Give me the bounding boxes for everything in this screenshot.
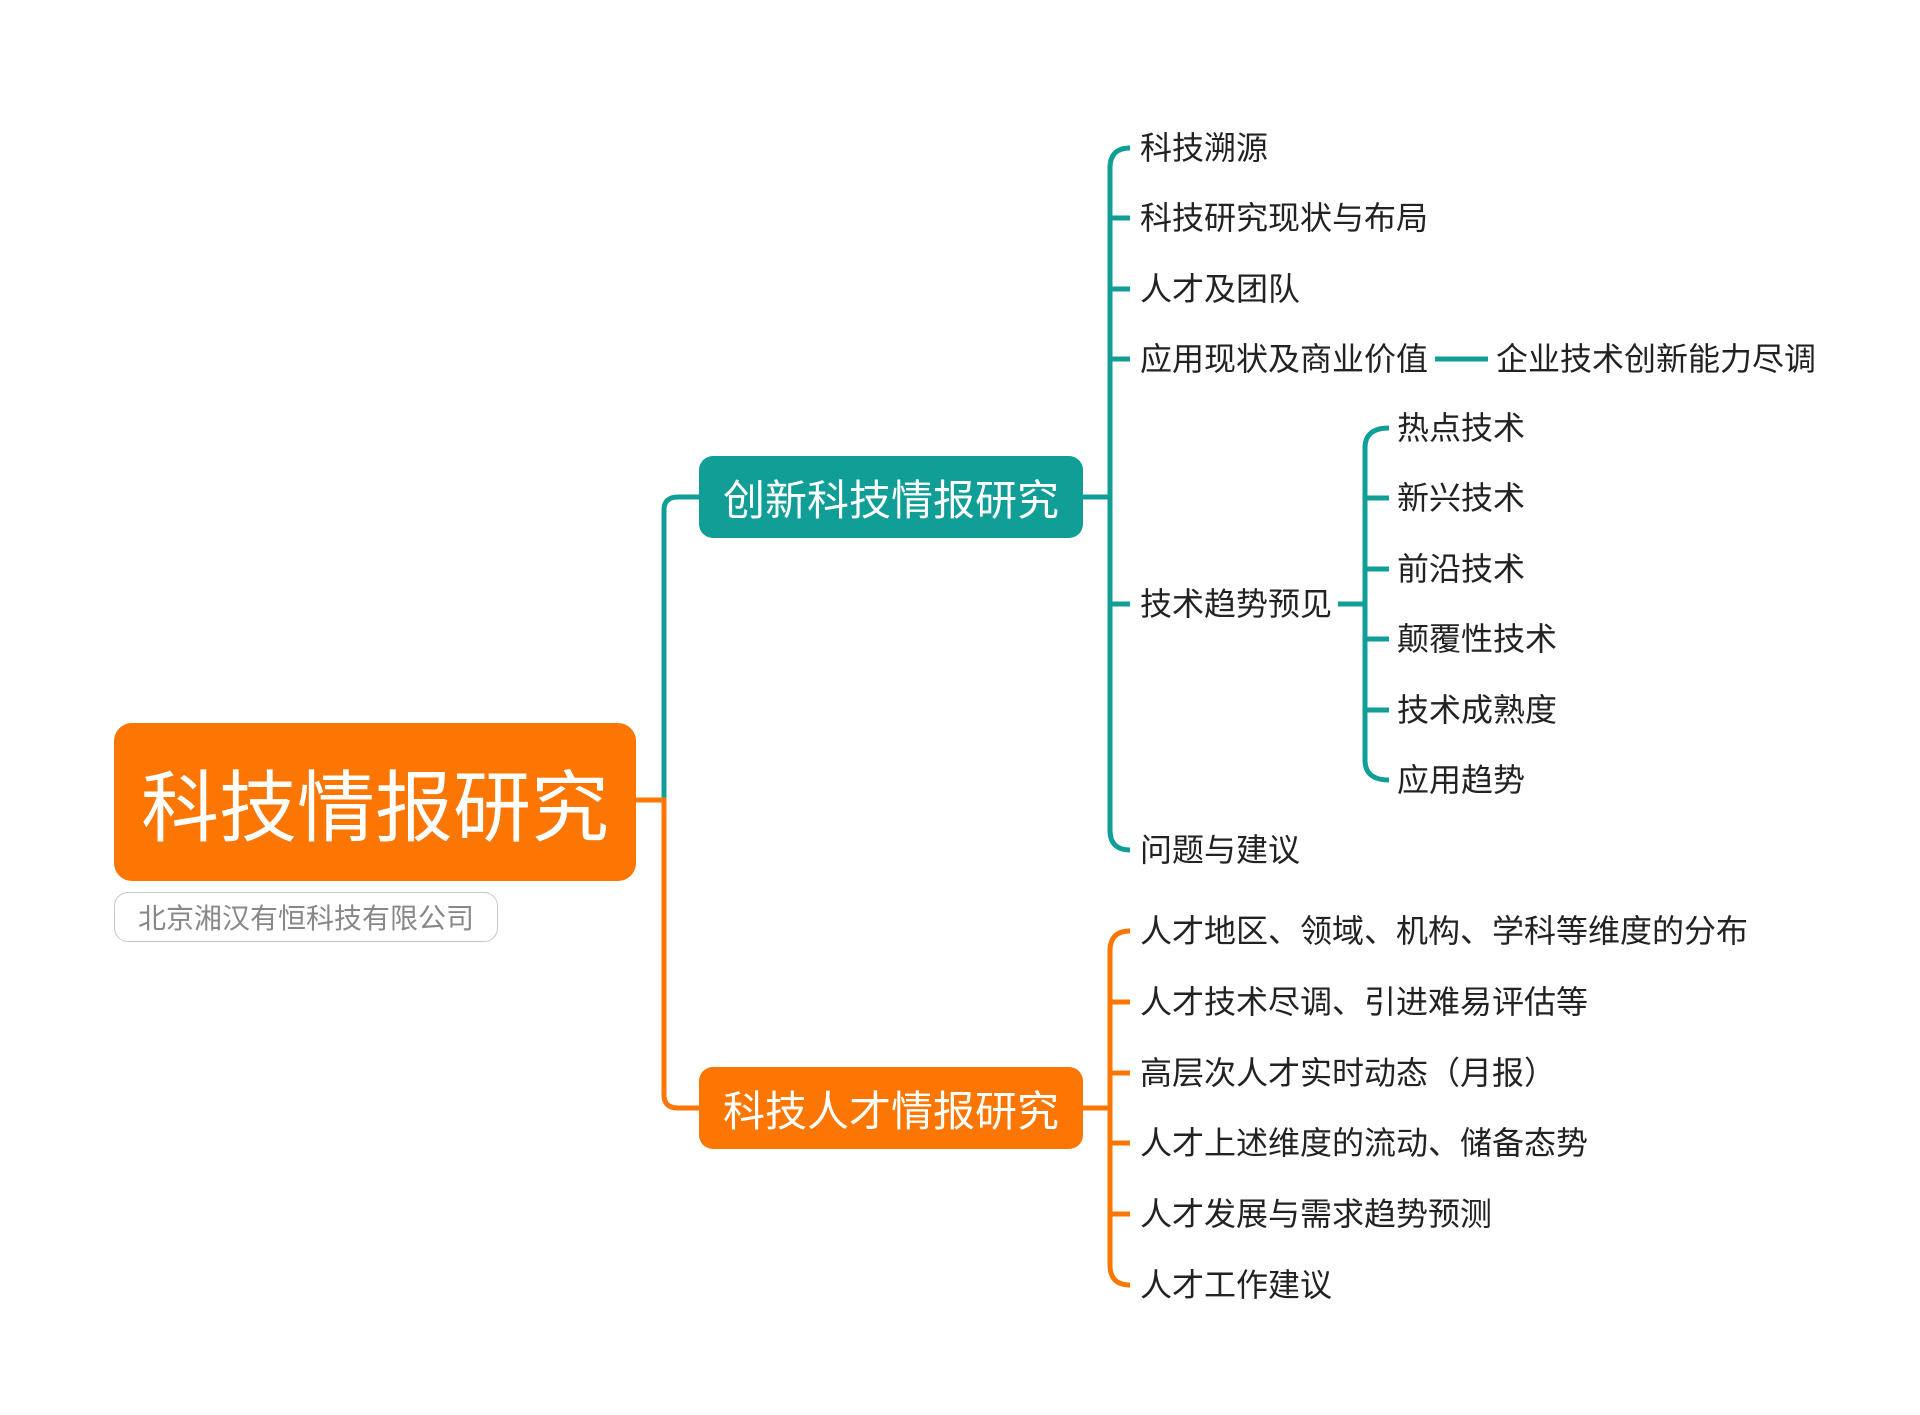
- leaf-tech-trend[interactable]: 技术趋势预见: [1140, 585, 1333, 623]
- leaf-disruptive-tech[interactable]: 颠覆性技术: [1397, 620, 1558, 658]
- connector-trend-bracket: [1362, 425, 1390, 783]
- leaf-emerging-tech[interactable]: 新兴技术: [1397, 479, 1526, 517]
- leaf-talent-distribution[interactable]: 人才地区、领域、机构、学科等维度的分布: [1140, 912, 1749, 950]
- leaf-talent-flow[interactable]: 人才上述维度的流动、储备态势: [1140, 1124, 1589, 1162]
- connector-root-teal: [636, 494, 699, 803]
- leaf-research-status[interactable]: 科技研究现状与布局: [1140, 199, 1429, 237]
- leaf-enterprise-dd[interactable]: 企业技术创新能力尽调: [1496, 340, 1817, 378]
- root-note: 北京湘汉有恒科技有限公司: [114, 892, 498, 942]
- leaf-talent-dd[interactable]: 人才技术尽调、引进难易评估等: [1140, 983, 1589, 1021]
- leaf-talent-dynamics[interactable]: 高层次人才实时动态（月报）: [1140, 1054, 1557, 1092]
- leaf-frontier-tech[interactable]: 前沿技术: [1397, 550, 1526, 588]
- branch-talent-intel[interactable]: 科技人才情报研究: [699, 1067, 1083, 1149]
- connector-teal-bracket: [1107, 145, 1131, 853]
- leaf-talent-forecast[interactable]: 人才发展与需求趋势预测: [1140, 1195, 1493, 1233]
- connector-orange-bracket: [1107, 928, 1131, 1288]
- leaf-talent-team[interactable]: 人才及团队: [1140, 270, 1301, 308]
- leaf-tech-tracing[interactable]: 科技溯源: [1140, 129, 1269, 167]
- root-node[interactable]: 科技情报研究: [114, 723, 636, 881]
- leaf-hot-tech[interactable]: 热点技术: [1397, 409, 1526, 447]
- branch-innovation-tech-intel[interactable]: 创新科技情报研究: [699, 456, 1083, 538]
- leaf-issues-advice[interactable]: 问题与建议: [1140, 831, 1301, 869]
- leaf-talent-advice[interactable]: 人才工作建议: [1140, 1266, 1333, 1304]
- leaf-tech-maturity[interactable]: 技术成熟度: [1397, 691, 1558, 729]
- leaf-app-trend[interactable]: 应用趋势: [1397, 761, 1526, 799]
- connector-root-orange: [636, 797, 699, 1111]
- leaf-app-value[interactable]: 应用现状及商业价值: [1140, 340, 1429, 378]
